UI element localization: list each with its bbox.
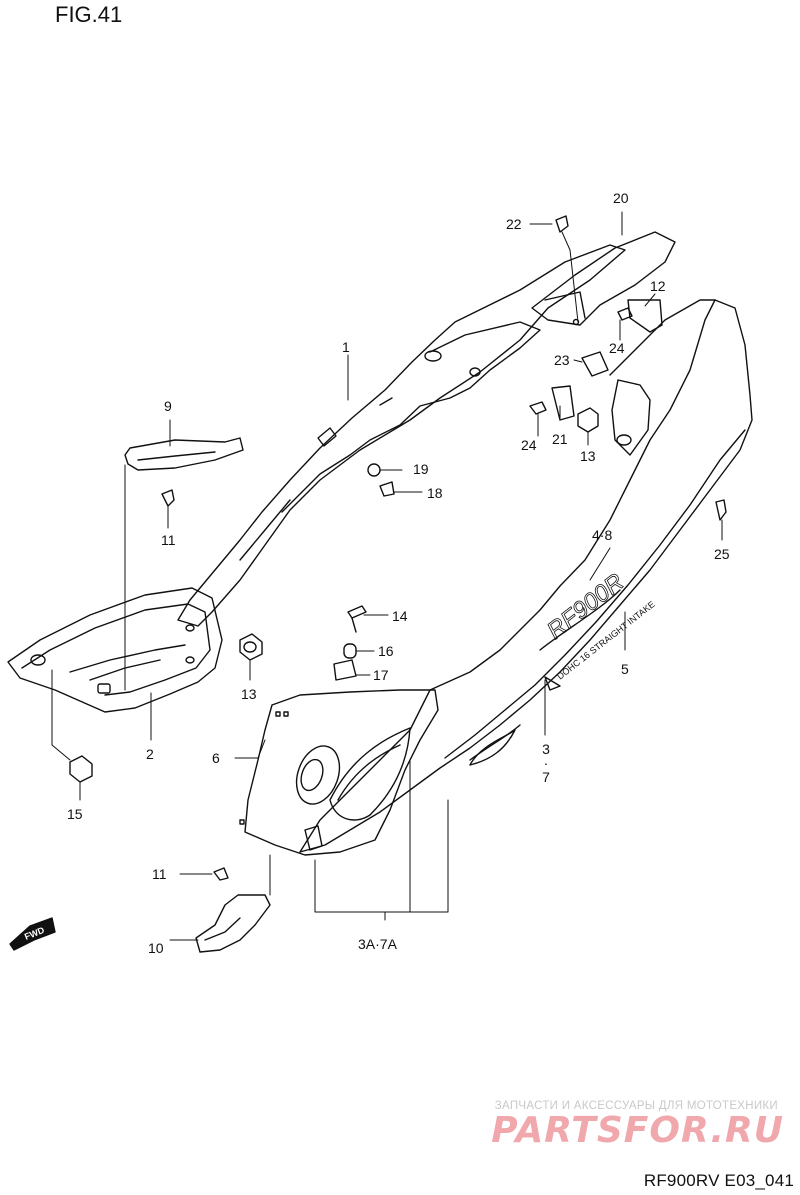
- callout-16: 16: [378, 643, 394, 659]
- callout-6: 6: [212, 750, 220, 766]
- callout-22: 22: [506, 216, 522, 232]
- part-6-side-panel: [239, 689, 439, 856]
- callout-7: 7: [542, 769, 550, 785]
- callout-24-left: 24: [521, 437, 537, 453]
- callout-13-left: 13: [241, 686, 257, 702]
- part-2-tail-tray: [7, 587, 223, 713]
- callout-17: 17: [373, 667, 389, 683]
- callout-24-right: 24: [609, 340, 625, 356]
- callout-9: 9: [164, 398, 172, 414]
- hardware-parts: [69, 215, 727, 881]
- callout-23: 23: [554, 352, 570, 368]
- part-9-bracket: [124, 437, 244, 471]
- callout-11-lower: 11: [152, 866, 167, 882]
- callout-3a-7a: 3A·7A: [358, 936, 397, 952]
- callout-11-upper: 11: [161, 532, 176, 548]
- callout-18: 18: [427, 485, 443, 501]
- callout-21: 21: [552, 431, 568, 447]
- leader-lines: [51, 211, 723, 941]
- callout-13-right: 13: [580, 448, 596, 464]
- part-10-trim: [195, 894, 271, 953]
- callout-3-7: 3 · 7: [539, 742, 553, 784]
- callout-5: 5: [621, 661, 629, 677]
- callout-15: 15: [67, 806, 83, 822]
- callout-12: 12: [650, 278, 666, 294]
- callout-10: 10: [148, 940, 164, 956]
- watermark-logo: PARTSFOR.RU: [491, 1110, 784, 1151]
- figure-title: FIG.41: [55, 2, 123, 27]
- callout-25: 25: [714, 546, 730, 562]
- callout-14: 14: [392, 608, 408, 624]
- callout-1: 1: [342, 339, 350, 355]
- fwd-arrow-icon: FWD: [9, 917, 56, 951]
- callout-4-8: 4·8: [592, 527, 613, 543]
- drawing-code: RF900RV E03_041: [643, 1171, 794, 1190]
- callout-3-7-dot: ·: [543, 755, 549, 771]
- callout-20: 20: [613, 190, 629, 206]
- part-5-side-cowl: [299, 299, 753, 853]
- part-20-tail-top: [531, 231, 676, 326]
- watermark-tagline: ЗАПЧАСТИ И АКСЕССУАРЫ ДЛЯ МОТОТЕХНИКИ: [494, 1100, 778, 1112]
- callout-3: 3: [542, 741, 550, 757]
- callout-19: 19: [413, 461, 429, 477]
- cowl-decal: RF900R DOHC 16 STRAIGHT INTAKE: [542, 568, 657, 682]
- part-1-frame-cover: [177, 244, 626, 627]
- callout-2: 2: [146, 746, 154, 762]
